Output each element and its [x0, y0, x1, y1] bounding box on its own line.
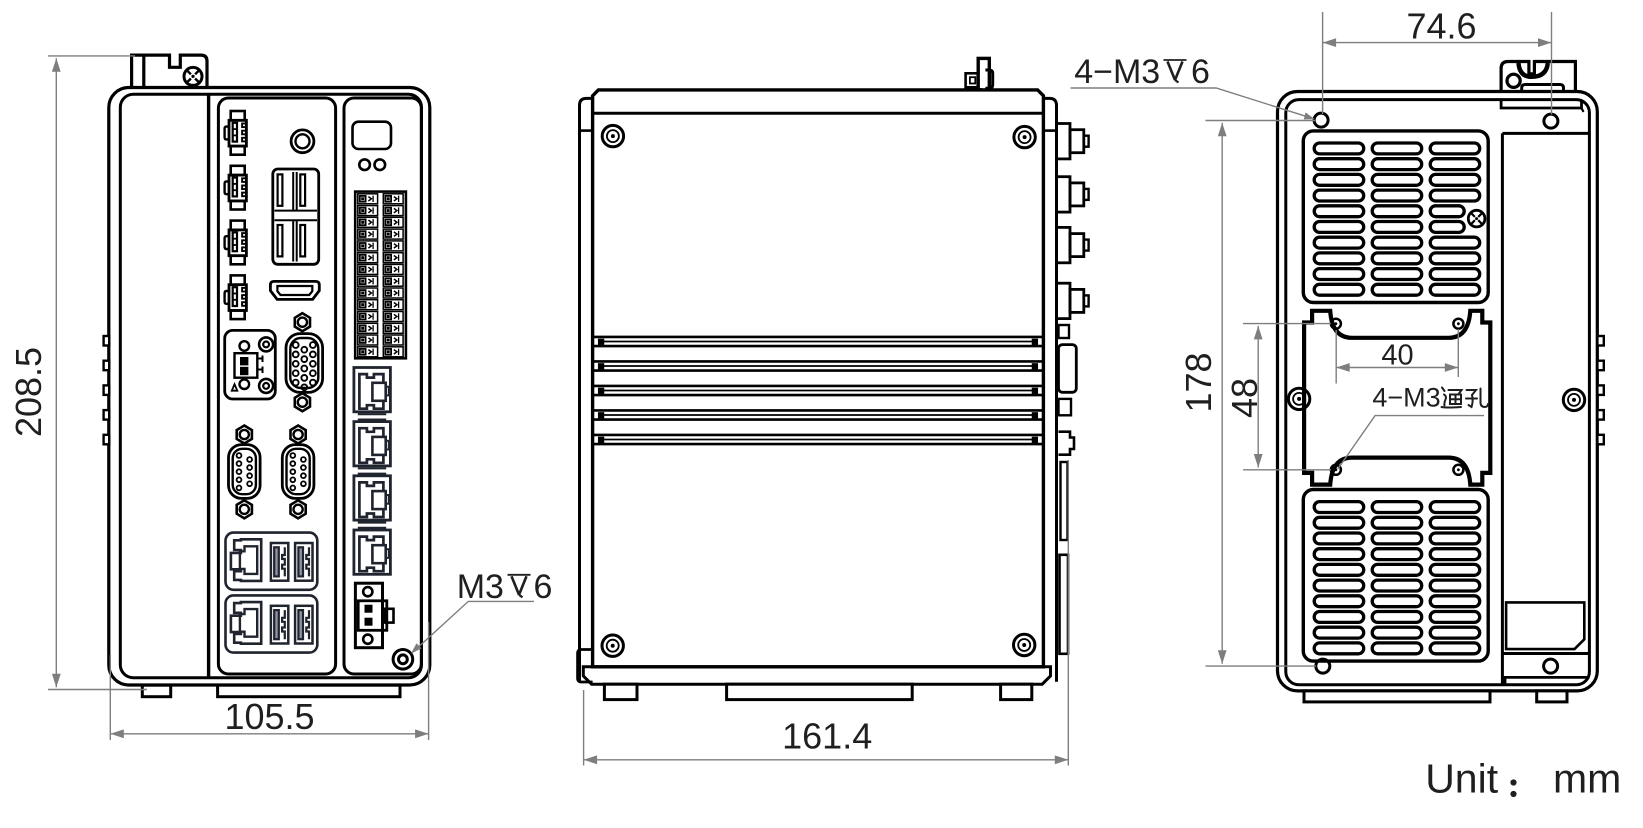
svg-text:4−M3: 4−M3 — [1372, 382, 1440, 412]
svg-text:208.5: 208.5 — [8, 347, 49, 437]
svg-text:mm: mm — [1553, 756, 1621, 802]
svg-text:M3: M3 — [457, 568, 504, 606]
svg-text:Unit: Unit — [1425, 756, 1499, 802]
svg-text:40: 40 — [1381, 340, 1413, 372]
svg-text:178: 178 — [1178, 352, 1219, 412]
svg-text:48: 48 — [1224, 378, 1265, 418]
svg-text:74.6: 74.6 — [1406, 6, 1476, 47]
svg-text:105.5: 105.5 — [224, 696, 314, 737]
svg-text:4−M3: 4−M3 — [1074, 53, 1160, 91]
svg-text:161.4: 161.4 — [782, 716, 872, 757]
svg-text:6: 6 — [534, 568, 553, 606]
svg-text:6: 6 — [1191, 53, 1210, 91]
